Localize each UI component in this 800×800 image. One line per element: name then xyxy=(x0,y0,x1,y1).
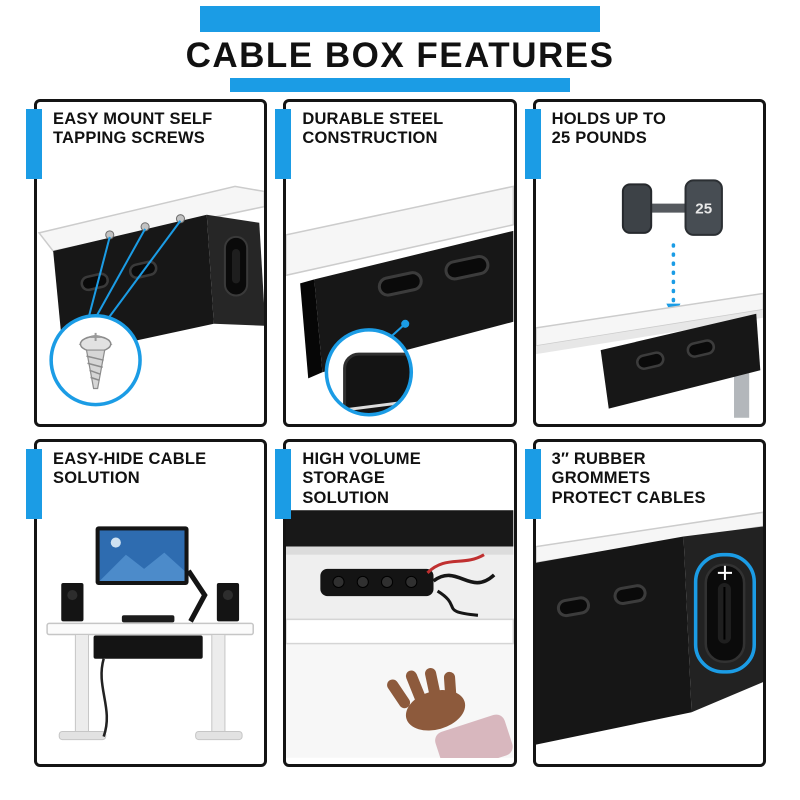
panel-title: EASY MOUNT SELF TAPPING SCREWS xyxy=(53,110,213,148)
panel-title: DURABLE STEEL CONSTRUCTION xyxy=(302,110,444,148)
panel-accent-tab xyxy=(26,109,42,179)
panel-accent-tab xyxy=(275,109,292,179)
speaker-left-icon xyxy=(61,582,84,622)
sleeve xyxy=(435,714,514,758)
screw-inset-icon xyxy=(78,332,113,390)
black-cable xyxy=(437,589,479,617)
red-cable xyxy=(426,553,486,574)
sparkle-icon xyxy=(717,565,732,580)
monitor-icon xyxy=(95,526,189,585)
dumbbell-icon: 25 xyxy=(621,179,723,236)
page-title: CABLE BOX FEATURES xyxy=(185,36,615,75)
weight-capacity-illustration: 25 xyxy=(535,179,763,418)
speaker-right-icon xyxy=(216,582,240,622)
hanging-cable xyxy=(100,658,109,737)
panel-accent-tab xyxy=(524,449,541,519)
cable-box xyxy=(93,635,203,659)
feature-panel-easy-mount: EASY MOUNT SELF TAPPING SCREWS xyxy=(26,99,268,427)
title-underline-bar xyxy=(230,78,570,92)
feature-panel-weight: HOLDS UP TO 25 POUNDS 25 xyxy=(524,99,766,427)
dumbbell-weight-label: 25 xyxy=(695,201,712,218)
feature-panel-grommets: 3″ RUBBER GROMMETS PROTECT CABLES xyxy=(524,439,766,767)
open-box-storage-illustration xyxy=(286,510,514,758)
hand-icon xyxy=(387,667,466,731)
black-cable xyxy=(432,573,496,585)
grommet-icon xyxy=(223,235,249,297)
feature-panel-storage: HIGH VOLUME STORAGE SOLUTION xyxy=(275,439,517,767)
grommet-highlight-icon xyxy=(693,552,756,674)
monitor-arm xyxy=(186,569,208,623)
grommet-highlight-illustration xyxy=(535,511,763,745)
feature-panel-easy-hide: EASY-HIDE CABLE SOLUTION xyxy=(26,439,268,767)
standing-desk-scene-illustration xyxy=(46,526,254,741)
panel-accent-tab xyxy=(275,449,292,519)
panel-accent-tab xyxy=(524,109,541,179)
power-strip-icon xyxy=(320,568,434,597)
panel-title: HOLDS UP TO 25 POUNDS xyxy=(551,110,667,148)
header-top-bar xyxy=(200,6,600,32)
panel-title: EASY-HIDE CABLE SOLUTION xyxy=(53,450,207,488)
features-grid: EASY MOUNT SELF TAPPING SCREWS xyxy=(0,92,800,767)
feature-panel-steel: DURABLE STEEL CONSTRUCTION xyxy=(275,99,517,427)
panel-title: HIGH VOLUME STORAGE SOLUTION xyxy=(302,450,421,507)
keyboard-icon xyxy=(121,615,175,623)
callout-lines xyxy=(86,220,182,323)
panel-accent-tab xyxy=(26,449,42,519)
steel-construction-illustration xyxy=(286,185,514,417)
panel-title: 3″ RUBBER GROMMETS PROTECT CABLES xyxy=(551,450,706,507)
screws-callout-illustration xyxy=(37,185,265,407)
